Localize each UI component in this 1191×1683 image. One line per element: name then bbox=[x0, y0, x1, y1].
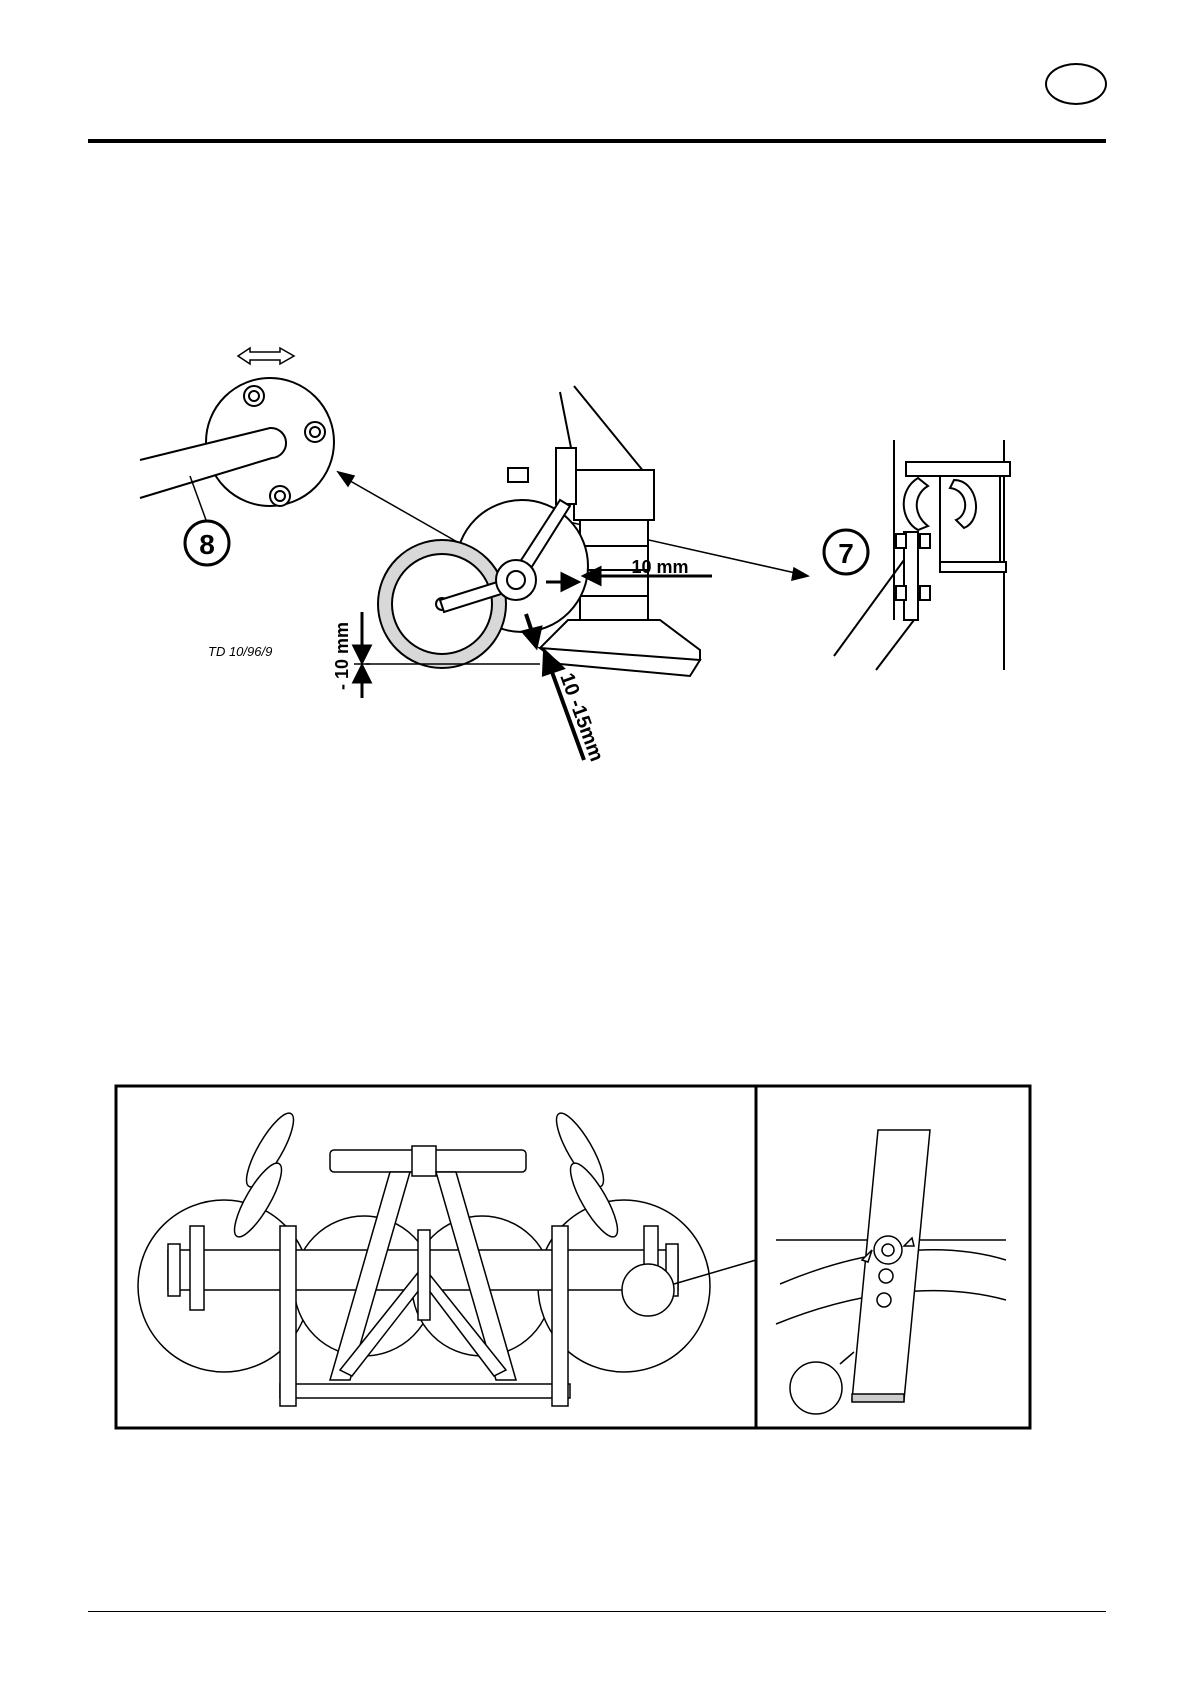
callout-7: 7 bbox=[824, 530, 868, 574]
rotate-arrow-icon bbox=[238, 348, 294, 364]
dimension-vertical-label: - 10 mm bbox=[332, 622, 352, 690]
language-badge bbox=[1045, 63, 1107, 105]
mower-top-view-illustration bbox=[114, 1084, 1032, 1430]
vertical-dimension bbox=[354, 612, 370, 698]
leader-line bbox=[190, 476, 206, 520]
figure-code: TD 10/96/9 bbox=[208, 644, 272, 659]
dimension-horizontal-label: 10 mm bbox=[631, 557, 688, 577]
adjustment-illustration: 8 bbox=[0, 330, 1191, 770]
callout-8-label: 8 bbox=[199, 529, 215, 560]
callout-8: 8 bbox=[185, 521, 229, 565]
callout-7-label: 7 bbox=[838, 538, 854, 569]
header-rule bbox=[88, 139, 1106, 143]
footer-rule bbox=[88, 1611, 1106, 1612]
